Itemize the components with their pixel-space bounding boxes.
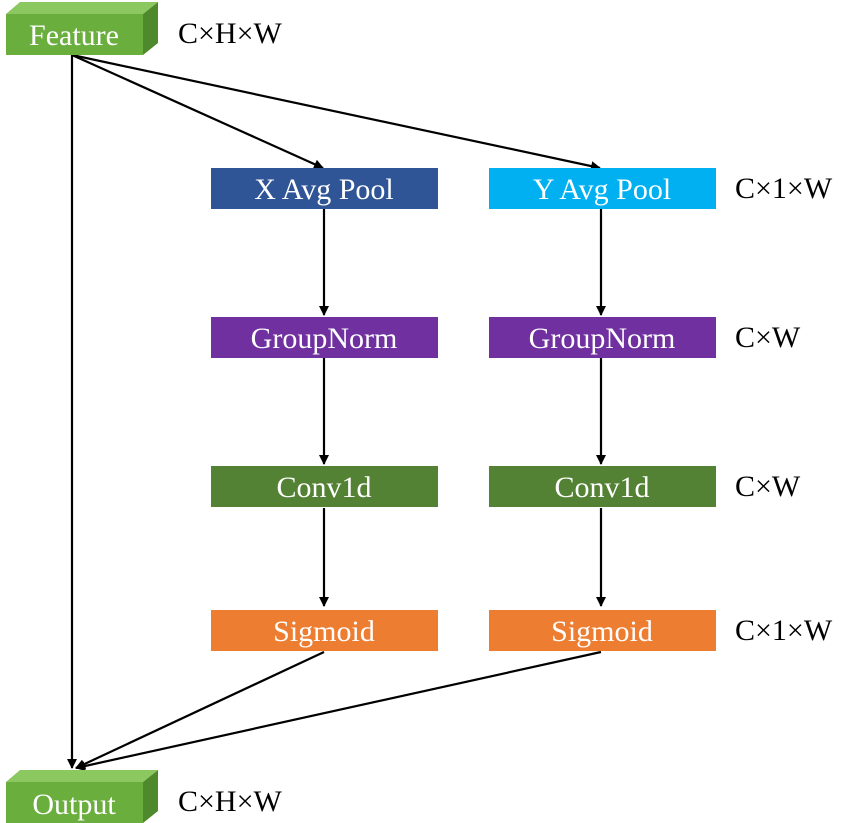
y-branch: Y Avg Pool GroupNorm Conv1d Sigmoid (489, 168, 716, 651)
y-groupnorm-label: GroupNorm (529, 322, 676, 355)
y-avg-pool-node (489, 168, 716, 209)
conv1d-dim-label: C×W (735, 470, 801, 503)
edge-y-sigmoid-to-output (75, 650, 602, 771)
output-node-front-face (6, 782, 143, 823)
y-avg-pool-label: Y Avg Pool (533, 173, 671, 206)
feature-node-top-face (6, 2, 158, 14)
x-conv1d-node (211, 466, 438, 507)
feature-node: Feature (6, 2, 158, 55)
dimension-labels: C×H×W C×1×W C×W C×W C×1×W C×H×W (178, 17, 833, 818)
x-groupnorm-node (211, 317, 438, 358)
y-sigmoid-node (489, 610, 716, 651)
output-node: Output (6, 770, 158, 823)
pool-dim-label: C×1×W (735, 172, 833, 205)
feature-node-front-face (6, 14, 143, 55)
edges (67, 53, 606, 771)
x-avg-pool-node (211, 168, 438, 209)
x-sigmoid-node (211, 610, 438, 651)
feature-dim-label: C×H×W (178, 17, 283, 50)
y-conv1d-label: Conv1d (554, 471, 649, 504)
feature-node-side-face (143, 2, 158, 55)
groupnorm-dim-label: C×W (735, 321, 801, 354)
output-node-top-face (6, 770, 158, 782)
output-dim-label: C×H×W (178, 785, 283, 818)
x-branch: X Avg Pool GroupNorm Conv1d Sigmoid (211, 168, 438, 651)
feature-node-label: Feature (29, 19, 119, 52)
edge-x-sigmoid-to-output (75, 651, 325, 769)
x-sigmoid-label: Sigmoid (273, 615, 375, 648)
edge-feature-to-y-avg-pool (71, 53, 601, 172)
x-conv1d-label: Conv1d (276, 471, 371, 504)
sigmoid-dim-label: C×1×W (735, 614, 833, 647)
y-conv1d-node (489, 466, 716, 507)
x-avg-pool-label: X Avg Pool (254, 173, 393, 206)
output-node-label: Output (32, 788, 116, 821)
y-groupnorm-node (489, 317, 716, 358)
y-sigmoid-label: Sigmoid (551, 615, 653, 648)
output-node-side-face (143, 770, 158, 823)
x-groupnorm-label: GroupNorm (251, 322, 398, 355)
edge-feature-to-x-avg-pool (71, 53, 324, 170)
